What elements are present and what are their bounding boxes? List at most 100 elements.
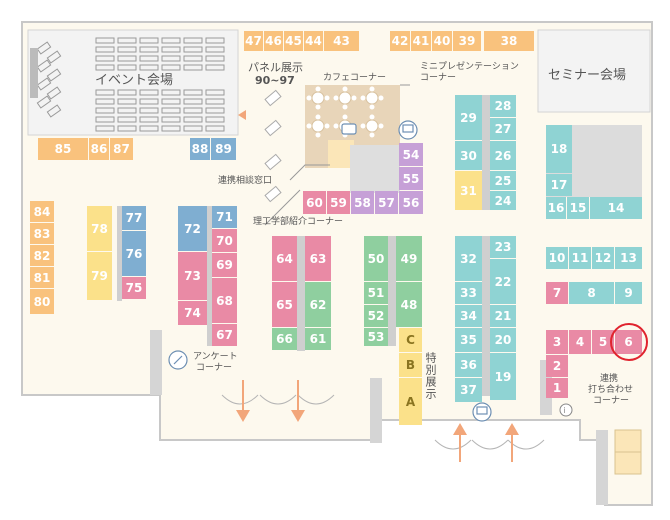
booth-19[interactable]: 19 (490, 353, 516, 400)
booth-84[interactable]: 84 (30, 201, 54, 222)
booth-64[interactable]: 64 (272, 236, 297, 281)
booth-31[interactable]: 31 (455, 171, 482, 210)
booth-51[interactable]: 51 (364, 282, 388, 304)
booth-70[interactable]: 70 (212, 229, 237, 252)
booth-33[interactable]: 33 (455, 282, 482, 304)
booth-7[interactable]: 7 (546, 282, 568, 304)
booth-50[interactable]: 50 (364, 236, 388, 281)
booth-15[interactable]: 15 (567, 197, 589, 219)
booth-9[interactable]: 9 (615, 282, 642, 304)
booth-30[interactable]: 30 (455, 141, 482, 170)
cafe-table (365, 91, 379, 105)
booth-69[interactable]: 69 (212, 253, 237, 277)
booth-72[interactable]: 72 (178, 206, 207, 251)
booth-81[interactable]: 81 (30, 267, 54, 288)
booth-56[interactable]: 56 (399, 191, 423, 214)
booth-A[interactable]: A (399, 378, 422, 425)
booth-82[interactable]: 82 (30, 245, 54, 266)
booth-66[interactable]: 66 (272, 328, 297, 350)
booth-41[interactable]: 41 (411, 31, 431, 51)
booth-22[interactable]: 22 (490, 259, 516, 304)
booth-65[interactable]: 65 (272, 282, 297, 327)
booth-3[interactable]: 3 (546, 330, 568, 354)
booth-21[interactable]: 21 (490, 305, 516, 327)
booth-14[interactable]: 14 (590, 197, 642, 219)
booth-73[interactable]: 73 (178, 252, 207, 300)
booth-B[interactable]: B (399, 353, 422, 377)
booth-62[interactable]: 62 (305, 282, 331, 327)
booth-49[interactable]: 49 (396, 236, 422, 281)
booth-58[interactable]: 58 (351, 191, 374, 214)
booth-26[interactable]: 26 (490, 141, 516, 170)
booth-16[interactable]: 16 (546, 197, 566, 219)
booth-20[interactable]: 20 (490, 328, 516, 352)
seat-row (117, 107, 137, 114)
booth-48[interactable]: 48 (396, 282, 422, 327)
booth-1[interactable]: 1 (546, 378, 568, 398)
booth-67[interactable]: 67 (212, 324, 237, 346)
booth-28[interactable]: 28 (490, 95, 516, 117)
booth-75[interactable]: 75 (122, 277, 146, 299)
booth-23[interactable]: 23 (490, 236, 516, 258)
booth-68[interactable]: 68 (212, 278, 237, 323)
booth-4[interactable]: 4 (569, 330, 591, 354)
booth-78[interactable]: 78 (87, 206, 112, 251)
booth-44[interactable]: 44 (304, 31, 323, 51)
booth-29[interactable]: 29 (455, 95, 482, 140)
booth-37[interactable]: 37 (455, 378, 482, 402)
booth-77[interactable]: 77 (122, 206, 146, 230)
booth-88[interactable]: 88 (190, 138, 210, 160)
booth-8[interactable]: 8 (569, 282, 614, 304)
booth-76[interactable]: 76 (122, 231, 146, 276)
booth-45[interactable]: 45 (284, 31, 303, 51)
booth-60[interactable]: 60 (303, 191, 326, 214)
booth-87[interactable]: 87 (110, 138, 133, 160)
booth-85[interactable]: 85 (38, 138, 88, 160)
seat-row (183, 37, 203, 44)
booth-61[interactable]: 61 (305, 328, 331, 350)
booth-59[interactable]: 59 (327, 191, 350, 214)
panel-range-label: 90~97 (255, 74, 295, 87)
booth-25[interactable]: 25 (490, 171, 516, 190)
booth-57[interactable]: 57 (375, 191, 398, 214)
booth-5[interactable]: 5 (592, 330, 614, 354)
booth-74[interactable]: 74 (178, 301, 207, 325)
booth-39[interactable]: 39 (453, 31, 481, 51)
booth-86[interactable]: 86 (89, 138, 109, 160)
booth-71[interactable]: 71 (212, 206, 237, 228)
booth-24[interactable]: 24 (490, 191, 516, 210)
booth-55[interactable]: 55 (399, 167, 423, 190)
booth-2[interactable]: 2 (546, 355, 568, 377)
booth-35[interactable]: 35 (455, 328, 482, 352)
booth-89[interactable]: 89 (211, 138, 236, 160)
booth-13[interactable]: 13 (615, 247, 642, 269)
booth-47[interactable]: 47 (244, 31, 263, 51)
booth-34[interactable]: 34 (455, 305, 482, 327)
booth-11[interactable]: 11 (569, 247, 591, 269)
booth-52[interactable]: 52 (364, 305, 388, 327)
booth-C[interactable]: C (399, 328, 422, 352)
booth-79[interactable]: 79 (87, 252, 112, 300)
booth-17[interactable]: 17 (546, 174, 572, 196)
booth-63[interactable]: 63 (305, 236, 331, 281)
cafe-chair (306, 95, 312, 101)
seat-row (95, 116, 115, 123)
booth-46[interactable]: 46 (264, 31, 283, 51)
booth-53[interactable]: 53 (364, 328, 388, 346)
booth-18[interactable]: 18 (546, 125, 572, 173)
booth-40[interactable]: 40 (432, 31, 452, 51)
booth-32[interactable]: 32 (455, 236, 482, 281)
booth-27[interactable]: 27 (490, 118, 516, 140)
booth-36[interactable]: 36 (455, 353, 482, 377)
booth-43[interactable]: 43 (324, 31, 359, 51)
booth-80[interactable]: 80 (30, 289, 54, 314)
booth-42[interactable]: 42 (390, 31, 410, 51)
booth-54[interactable]: 54 (399, 143, 423, 166)
booth-12[interactable]: 12 (592, 247, 614, 269)
cafe-chair (324, 95, 330, 101)
seat-row (161, 89, 181, 96)
booth-83[interactable]: 83 (30, 223, 54, 244)
booth-38[interactable]: 38 (484, 31, 534, 51)
survey-corner-label: アンケート (193, 352, 238, 362)
booth-10[interactable]: 10 (546, 247, 568, 269)
